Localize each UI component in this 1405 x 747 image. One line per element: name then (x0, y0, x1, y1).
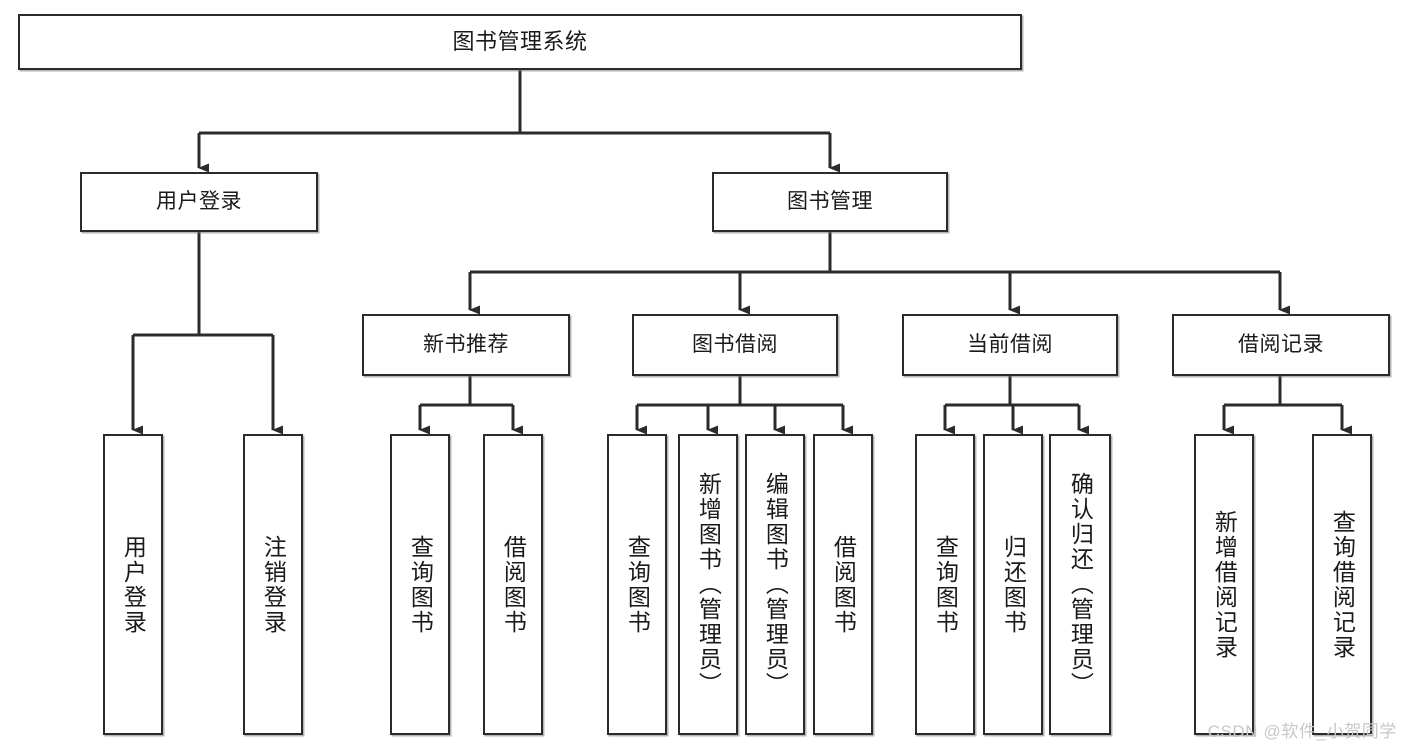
node-leaf-borrow-book-2[interactable]: 借阅图书 (813, 434, 873, 735)
node-label: 注销登录 (260, 534, 287, 635)
node-label: 确认归还（管理员） (1067, 472, 1094, 697)
node-label: 新书推荐 (423, 333, 509, 357)
node-label: 查询借阅记录 (1329, 509, 1356, 660)
node-label: 编辑图书（管理员） (762, 472, 789, 697)
node-leaf-query-book-1[interactable]: 查询图书 (390, 434, 450, 735)
node-leaf-user-login[interactable]: 用户登录 (103, 434, 163, 735)
node-label: 借阅图书 (500, 534, 527, 635)
node-leaf-borrow-book-1[interactable]: 借阅图书 (483, 434, 543, 735)
node-book-borrow[interactable]: 图书借阅 (632, 314, 838, 376)
node-label: 用户登录 (120, 534, 147, 635)
node-label: 当前借阅 (967, 333, 1053, 357)
node-label: 查询图书 (932, 534, 959, 635)
node-label: 图书管理 (787, 190, 873, 214)
csdn-watermark: CSDN @软件_小贺同学 (1207, 722, 1397, 741)
node-book-manage[interactable]: 图书管理 (712, 172, 948, 232)
node-current-borrow[interactable]: 当前借阅 (902, 314, 1118, 376)
node-label: 查询图书 (624, 534, 651, 635)
node-leaf-confirm-return[interactable]: 确认归还（管理员） (1049, 434, 1111, 735)
node-borrow-record[interactable]: 借阅记录 (1172, 314, 1390, 376)
node-label: 用户登录 (156, 190, 242, 214)
node-label: 归还图书 (1000, 534, 1027, 635)
node-leaf-edit-book[interactable]: 编辑图书（管理员） (745, 434, 805, 735)
node-leaf-query-book-2[interactable]: 查询图书 (607, 434, 667, 735)
node-leaf-return-book[interactable]: 归还图书 (983, 434, 1043, 735)
node-leaf-query-record[interactable]: 查询借阅记录 (1312, 434, 1372, 735)
node-label: 新增借阅记录 (1211, 509, 1238, 660)
node-label: 借阅记录 (1238, 333, 1324, 357)
node-leaf-query-book-3[interactable]: 查询图书 (915, 434, 975, 735)
node-label: 图书借阅 (692, 333, 778, 357)
node-label: 借阅图书 (830, 534, 857, 635)
node-label: 查询图书 (407, 534, 434, 635)
node-leaf-logout[interactable]: 注销登录 (243, 434, 303, 735)
node-label: 新增图书（管理员） (695, 472, 722, 697)
node-root-system[interactable]: 图书管理系统 (18, 14, 1022, 70)
node-label: 图书管理系统 (452, 29, 588, 55)
node-new-book-recommend[interactable]: 新书推荐 (362, 314, 570, 376)
node-leaf-add-book[interactable]: 新增图书（管理员） (678, 434, 738, 735)
node-leaf-add-record[interactable]: 新增借阅记录 (1194, 434, 1254, 735)
node-user-login[interactable]: 用户登录 (80, 172, 318, 232)
